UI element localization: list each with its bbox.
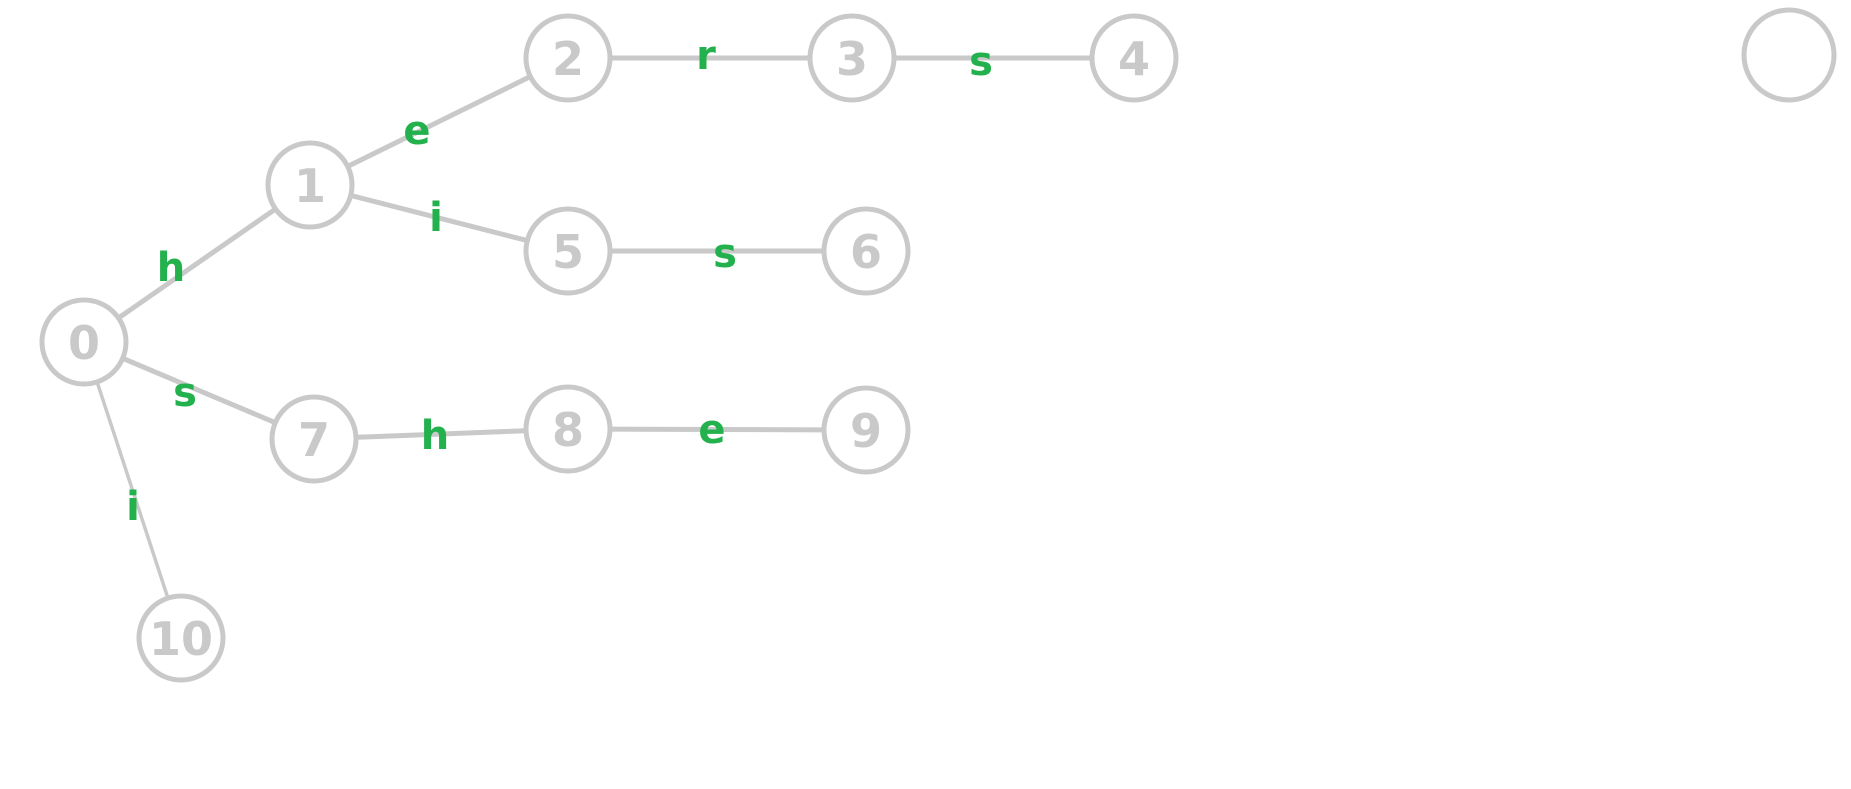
graph-node[interactable]: 6 (821, 206, 911, 296)
graph-node[interactable]: 3 (807, 13, 897, 103)
node-circle[interactable] (269, 394, 359, 484)
node-circle[interactable] (821, 206, 911, 296)
graph-node[interactable]: 2 (523, 13, 613, 103)
graph-node[interactable]: 9 (821, 385, 911, 475)
edge-label: r (696, 33, 716, 79)
node-label: 3 (836, 32, 868, 86)
node-circle[interactable] (807, 13, 897, 103)
node-label: 9 (850, 404, 882, 458)
node-label: 8 (552, 403, 584, 457)
graph-node[interactable]: 5 (523, 206, 613, 296)
node-circle[interactable] (136, 593, 226, 683)
graph-edge[interactable] (356, 428, 526, 440)
graph-node[interactable]: 4 (1089, 13, 1179, 103)
node-circle[interactable] (265, 140, 355, 230)
node-label: 10 (149, 612, 213, 666)
graph-edge[interactable] (347, 74, 531, 169)
node-label: 4 (1118, 32, 1150, 86)
graph-node[interactable]: 1 (265, 140, 355, 230)
node-circle[interactable] (523, 13, 613, 103)
node-label: 5 (552, 225, 584, 279)
node-label: 2 (552, 32, 584, 86)
graph-edge[interactable] (610, 426, 824, 433)
edge-label: i (126, 484, 140, 530)
graph-node[interactable]: 7 (269, 394, 359, 484)
graph-node[interactable]: 0 (39, 297, 129, 387)
edge-label: s (173, 370, 197, 416)
edges-layer (95, 55, 1091, 598)
node-circle[interactable] (821, 385, 911, 475)
edge-label: s (969, 39, 993, 85)
graph-node[interactable]: 10 (136, 593, 226, 683)
edge-label: h (157, 245, 185, 291)
graph-edge[interactable] (122, 356, 276, 425)
node-circle[interactable] (39, 297, 129, 387)
node-label: 0 (68, 316, 100, 370)
graph-node[interactable] (1741, 7, 1837, 103)
node-circle[interactable] (1089, 13, 1179, 103)
graph-edge[interactable] (117, 207, 277, 320)
edge-label: e (403, 108, 430, 154)
graph-edge[interactable] (351, 193, 527, 243)
node-circle[interactable] (1741, 7, 1837, 103)
graph-edge[interactable] (95, 382, 170, 598)
node-circle[interactable] (523, 384, 613, 474)
edge-label: i (429, 195, 443, 241)
edge-label: e (698, 407, 725, 453)
edge-label: s (713, 231, 737, 277)
nodes-layer: 0 1 2 3 4 5 6 7 8 9 10 (39, 7, 1837, 683)
graph-node[interactable]: 8 (523, 384, 613, 474)
node-label: 1 (294, 159, 326, 213)
edge-label: h (421, 413, 449, 459)
node-label: 6 (850, 225, 882, 279)
node-label: 7 (298, 413, 330, 467)
node-circle[interactable] (523, 206, 613, 296)
